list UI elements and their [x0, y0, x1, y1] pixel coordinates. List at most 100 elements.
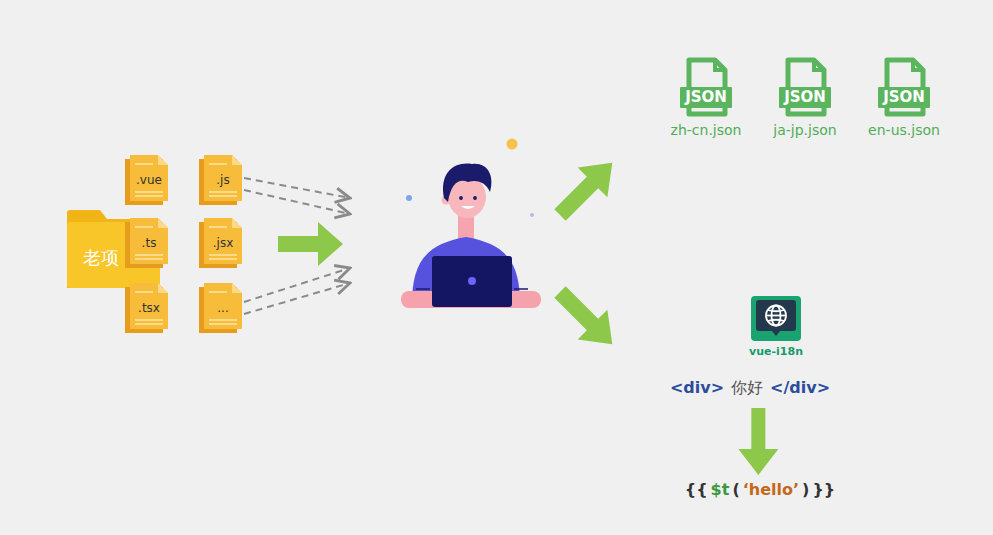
laptop [432, 256, 512, 307]
file-name: zh-cn.json [667, 121, 746, 139]
file-line [209, 195, 237, 197]
block-arrow [278, 222, 343, 266]
file-fold [232, 218, 242, 228]
file-extension: .jsx [204, 236, 242, 250]
file-line [135, 163, 153, 165]
file-name: ja-jp.json [769, 121, 840, 139]
source-file: .jsx [199, 218, 242, 268]
sparkle-dots [406, 139, 534, 218]
code-token: </div> [770, 378, 830, 398]
file-fold [232, 155, 242, 165]
file-page [204, 283, 242, 329]
file-line [209, 254, 237, 256]
dot [530, 213, 534, 217]
globe-icon [751, 296, 801, 341]
dashed-arrow [244, 178, 350, 198]
dot [507, 139, 518, 150]
block-arrow-group [545, 277, 627, 359]
file-line [135, 319, 163, 321]
source-file: .js [199, 155, 242, 205]
json-badge: JSON [864, 87, 944, 108]
dashed-arrow [244, 268, 350, 302]
globe-outline [766, 306, 786, 326]
developer-figure [401, 164, 541, 308]
source-file: .ts [125, 218, 168, 268]
file-line [209, 291, 227, 293]
icon-frame [751, 296, 801, 341]
file-line [209, 323, 237, 325]
file-line [209, 258, 237, 260]
file-line [135, 291, 153, 293]
json-icon [878, 57, 930, 117]
file-line [135, 191, 163, 193]
flow-arrow [738, 408, 778, 475]
file-extension: .vue [130, 173, 168, 187]
block-arrow [545, 148, 627, 230]
code-token: {{ [685, 480, 708, 500]
file-page [130, 218, 168, 264]
json-icon [680, 57, 732, 117]
file-page [204, 218, 242, 264]
file-extension: .ts [130, 236, 168, 250]
file-page [130, 283, 168, 329]
file-line [135, 195, 163, 197]
icon-screen [756, 300, 796, 331]
file-fold [158, 155, 168, 165]
json-badge: JSON [769, 87, 840, 108]
desk-edge [514, 288, 528, 290]
file-line [209, 163, 227, 165]
file-page [204, 155, 242, 201]
green-arrows [278, 148, 627, 359]
file-extension: .js [204, 173, 242, 187]
code-token: }} [812, 480, 835, 500]
file-line [135, 254, 163, 256]
json-badge: JSON [667, 87, 746, 108]
file-line [209, 226, 227, 228]
file-line [209, 319, 237, 321]
code-token: ) [802, 480, 809, 500]
code-snippet: <div> 你好 </div> [670, 378, 832, 398]
file-line [135, 258, 163, 260]
library-name: vue-i18n [745, 345, 807, 359]
code-token: ‘hello’ [743, 480, 799, 500]
dot [406, 195, 412, 201]
globe [766, 306, 786, 326]
hair [443, 164, 491, 202]
file-page [130, 155, 168, 201]
smile [461, 206, 475, 209]
json-icon [779, 57, 831, 117]
file-name: en-us.json [864, 121, 944, 139]
dashed-arrow [244, 190, 350, 214]
library-icon: vue-i18n [745, 296, 807, 359]
block-arrow-group [545, 148, 627, 230]
file-fold [232, 283, 242, 293]
globe-parallels [768, 310, 784, 321]
dashed-arrows [244, 178, 350, 314]
code-token: ( [732, 480, 739, 500]
code-token: <div> [670, 378, 724, 398]
file-fold [158, 218, 168, 228]
json-file: JSON en-us.json [864, 57, 944, 139]
eye [473, 196, 477, 200]
json-file: JSON ja-jp.json [769, 57, 840, 139]
json-file: JSON zh-cn.json [667, 57, 746, 139]
code-token: 你好 [731, 378, 763, 398]
globe-equator [766, 315, 786, 317]
code-snippet: {{$t(‘hello’)}} [685, 480, 837, 500]
block-arrow [545, 277, 627, 359]
dashed-arrow [244, 283, 350, 314]
json-fold [913, 60, 923, 70]
source-file: ... [199, 283, 242, 333]
file-fold [158, 283, 168, 293]
source-file: .tsx [125, 283, 168, 333]
file-extension: .tsx [130, 301, 168, 315]
file-line [209, 191, 237, 193]
icon-notch [772, 331, 780, 336]
file-line [135, 226, 153, 228]
desk-edge [416, 288, 430, 290]
source-file: .vue [125, 155, 168, 205]
file-line [135, 323, 163, 325]
laptop-logo [468, 277, 476, 285]
json-fold [814, 60, 824, 70]
